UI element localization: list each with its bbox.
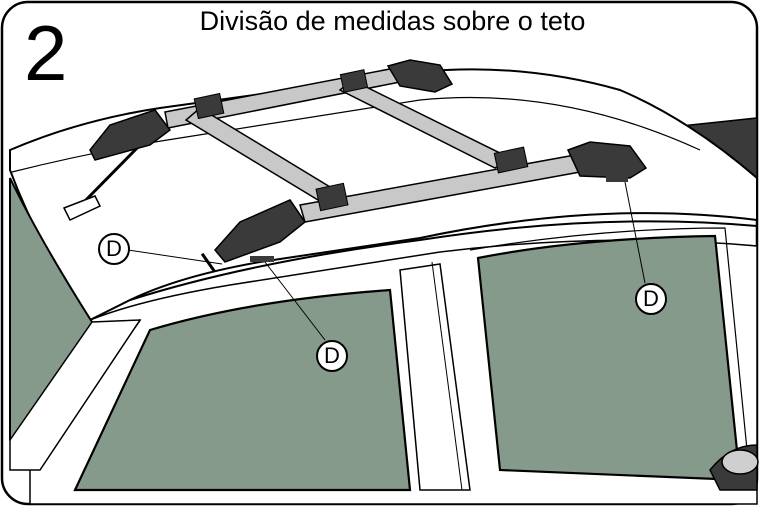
leader-line [624, 181, 646, 284]
antenna [76, 138, 147, 210]
page-title: Divisão de medidas sobre o teto [199, 6, 586, 36]
bracket [200, 252, 216, 273]
clamp [315, 182, 349, 212]
door-frame [469, 227, 751, 481]
foot-front-left [214, 199, 307, 263]
roof-edge-line [11, 96, 701, 173]
callout-label: D [635, 283, 667, 315]
bracket [606, 176, 628, 182]
clamp [493, 146, 529, 174]
leader-line [127, 249, 223, 265]
mirror-cap [721, 449, 759, 475]
foot-front-right [566, 141, 648, 179]
callout-label: D [98, 233, 130, 265]
callout-label: D [316, 340, 348, 372]
step-number: 2 [24, 9, 68, 97]
clamp [193, 92, 225, 120]
a-pillar [9, 319, 142, 471]
foot-rear-left [89, 109, 172, 161]
foot-rear-right [386, 59, 454, 93]
clamp [339, 69, 369, 93]
bracket [250, 256, 274, 262]
roof-rail-line [129, 220, 758, 301]
antenna-base [62, 195, 102, 221]
rear-window [476, 234, 742, 482]
leader-line [264, 261, 326, 341]
b-pillar [399, 263, 471, 491]
b-pillar-line [431, 261, 463, 491]
